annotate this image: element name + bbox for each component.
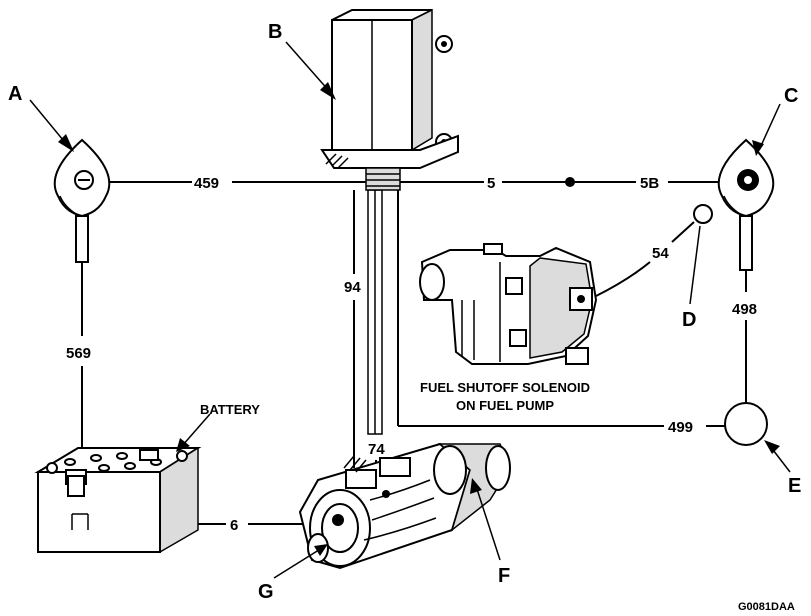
wire-label-94: 94 [344, 279, 361, 296]
wire-label-5b: 5B [640, 175, 659, 192]
fuel-pump-solenoid [419, 243, 598, 365]
battery-label: BATTERY [200, 402, 260, 417]
battery [34, 446, 202, 554]
splice-dot [565, 177, 575, 187]
wire-label-6: 6 [230, 517, 238, 534]
label-e: E [788, 475, 801, 497]
arrowhead-a [58, 134, 74, 152]
switch-b [320, 8, 459, 191]
leader-a [29, 99, 69, 147]
label-g: G [258, 581, 274, 603]
arrowhead-b [320, 82, 336, 100]
figure-code: G0081DAA [738, 601, 795, 613]
label-c: C [784, 85, 798, 107]
arrowhead-g [314, 544, 328, 556]
leaders [29, 41, 791, 579]
label-d: D [682, 309, 696, 331]
connector-e [724, 402, 768, 446]
leader-b [285, 41, 331, 93]
label-b: B [268, 21, 282, 43]
wires [81, 177, 747, 525]
leader-f [475, 485, 501, 561]
wire-label-74: 74 [368, 441, 385, 458]
solenoid-label-line1: FUEL SHUTOFF SOLENOID [420, 380, 590, 395]
terminal-a [53, 138, 111, 263]
wire-label-459: 459 [194, 175, 219, 192]
leader-c [759, 103, 781, 149]
arrowhead-f [470, 478, 482, 494]
wire-54-upper [671, 221, 695, 243]
connector-d [693, 204, 713, 224]
wire-label-5: 5 [487, 175, 495, 192]
wire-label-499: 499 [668, 419, 693, 436]
leader-g [273, 547, 323, 579]
leader-battery [181, 413, 211, 447]
leader-d [689, 225, 701, 305]
starter-motor [298, 442, 511, 570]
terminal-c [717, 138, 775, 271]
arrowhead-e [764, 440, 780, 454]
wire-label-498: 498 [732, 301, 757, 318]
label-f: F [498, 565, 510, 587]
label-a: A [8, 83, 22, 105]
wire-label-54: 54 [652, 245, 669, 262]
arrowhead-c [752, 140, 764, 156]
arrowhead-battery [176, 438, 190, 452]
wire-54-lower [595, 261, 651, 297]
wire-label-569: 569 [66, 345, 91, 362]
solenoid-label-line2: ON FUEL PUMP [456, 398, 554, 413]
